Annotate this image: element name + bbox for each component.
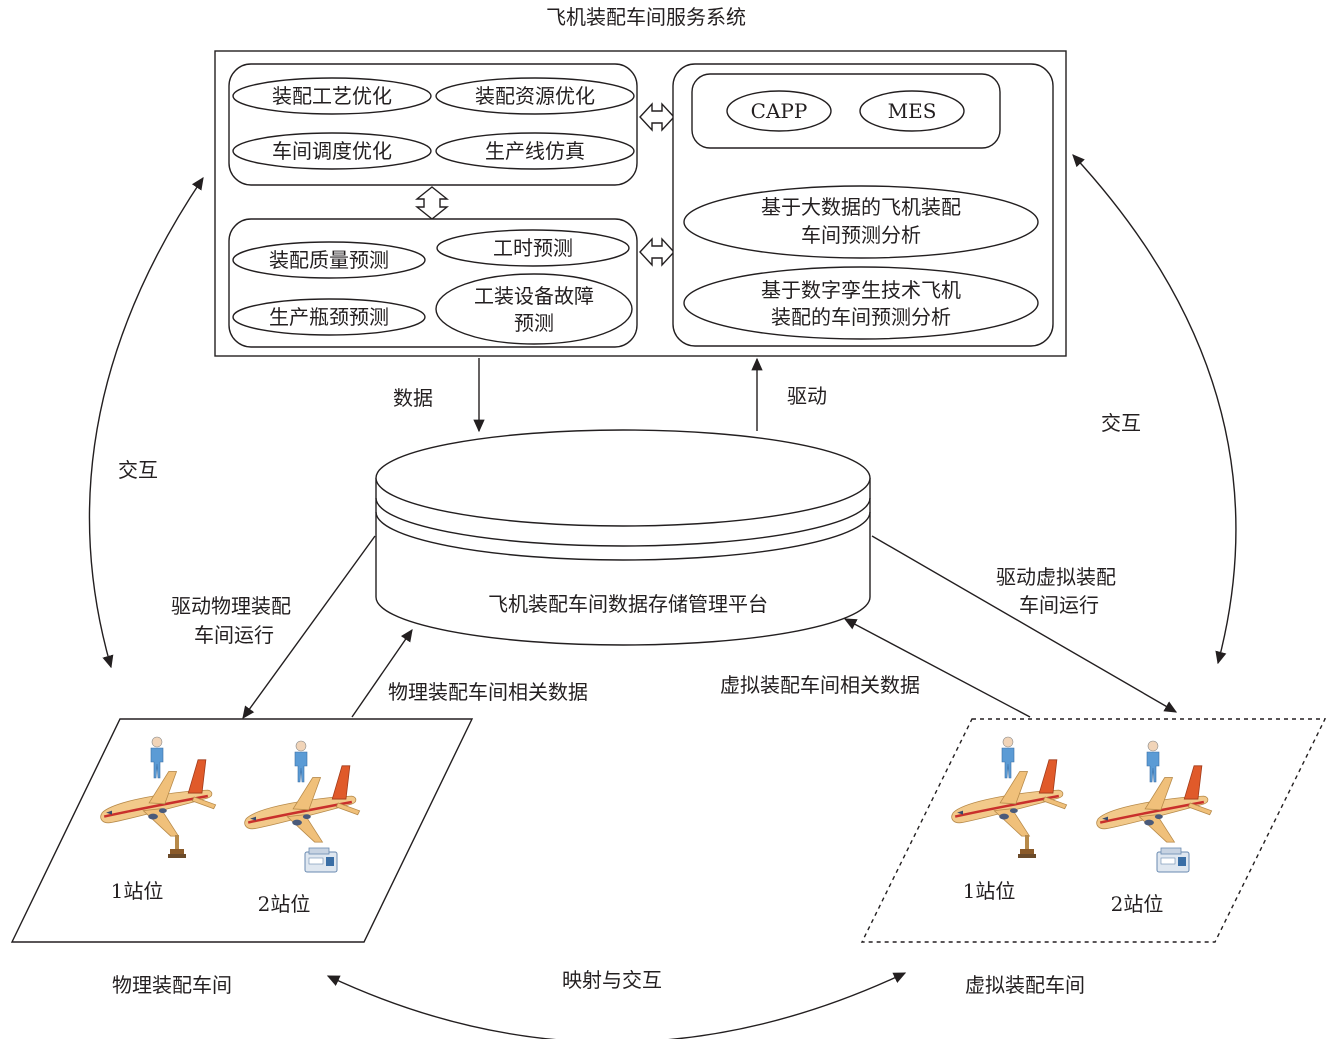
interact-right-arrow bbox=[1072, 154, 1237, 665]
data-label: 数据 bbox=[393, 386, 433, 410]
svg-text:基于数字孪生技术飞机: 基于数字孪生技术飞机 bbox=[761, 278, 961, 302]
mapping-arrow bbox=[326, 972, 907, 1039]
tooling-icon bbox=[1018, 835, 1036, 858]
optimization-item: 装配资源优化 bbox=[435, 77, 635, 115]
drive-label: 驱动 bbox=[787, 384, 827, 408]
virtual-station-2: 2站位 bbox=[1111, 892, 1164, 916]
svg-text:装配质量预测: 装配质量预测 bbox=[269, 248, 389, 272]
svg-text:装配工艺优化: 装配工艺优化 bbox=[272, 84, 392, 108]
svg-text:装配资源优化: 装配资源优化 bbox=[475, 84, 595, 108]
analysis-twin: 基于数字孪生技术飞机 装配的车间预测分析 bbox=[683, 266, 1039, 340]
svg-text:工时预测: 工时预测 bbox=[493, 236, 573, 260]
interact-left-label: 交互 bbox=[118, 458, 158, 482]
equipment-icon bbox=[1156, 847, 1190, 873]
prediction-bottleneck: 生产瓶颈预测 bbox=[232, 298, 426, 336]
drive-virtual-arrow bbox=[871, 535, 1178, 713]
drive-virtual-label: 驱动虚拟装配 bbox=[996, 565, 1116, 589]
svg-text:MES: MES bbox=[888, 99, 937, 123]
svg-text:车间预测分析: 车间预测分析 bbox=[801, 223, 921, 247]
system-capp: CAPP bbox=[726, 90, 832, 132]
virtual-data-label: 虚拟装配车间相关数据 bbox=[720, 673, 920, 697]
mapping-label: 映射与交互 bbox=[562, 968, 662, 992]
worker-icon bbox=[1001, 736, 1015, 779]
virtual-station-1: 1站位 bbox=[963, 879, 1016, 903]
svg-text:预测: 预测 bbox=[514, 311, 554, 335]
interact-right-label: 交互 bbox=[1101, 411, 1141, 435]
platform-name: 飞机装配车间数据存储管理平台 bbox=[488, 592, 768, 616]
virtual-data-arrow bbox=[843, 618, 1031, 718]
svg-text:基于大数据的飞机装配: 基于大数据的飞机装配 bbox=[761, 195, 961, 219]
svg-text:CAPP: CAPP bbox=[751, 99, 808, 123]
optimization-item: 车间调度优化 bbox=[232, 132, 432, 170]
analysis-bigdata: 基于大数据的飞机装配 车间预测分析 bbox=[683, 185, 1039, 259]
drive-physical-label: 驱动物理装配 bbox=[171, 594, 291, 618]
svg-text:车间调度优化: 车间调度优化 bbox=[272, 139, 392, 163]
optimization-item: 生产线仿真 bbox=[435, 132, 635, 170]
virtual-workshop-area bbox=[860, 718, 1327, 943]
physical-station-1: 1站位 bbox=[111, 879, 164, 903]
optimization-item: 装配工艺优化 bbox=[232, 77, 432, 115]
prediction-worktime: 工时预测 bbox=[436, 229, 630, 267]
svg-text:工装设备故障: 工装设备故障 bbox=[474, 284, 594, 308]
physical-data-label: 物理装配车间相关数据 bbox=[388, 680, 588, 704]
drive-physical-label: 车间运行 bbox=[194, 623, 274, 647]
diagram-title: 飞机装配车间服务系统 bbox=[546, 5, 746, 29]
prediction-fault: 工装设备故障 预测 bbox=[435, 273, 633, 345]
equipment-icon bbox=[304, 847, 338, 873]
svg-text:生产瓶颈预测: 生产瓶颈预测 bbox=[269, 305, 389, 329]
virtual-workshop-name: 虚拟装配车间 bbox=[965, 973, 1085, 997]
data-platform-cylinder: 飞机装配车间数据存储管理平台 bbox=[375, 429, 871, 646]
physical-workshop-area bbox=[10, 718, 474, 943]
prediction-quality: 装配质量预测 bbox=[232, 241, 426, 279]
drive-physical-arrow bbox=[242, 535, 376, 720]
worker-icon bbox=[1146, 740, 1160, 783]
drive-virtual-label: 车间运行 bbox=[1019, 593, 1099, 617]
system-mes: MES bbox=[859, 90, 965, 132]
svg-text:生产线仿真: 生产线仿真 bbox=[485, 139, 585, 163]
physical-station-2: 2站位 bbox=[258, 892, 311, 916]
svg-text:装配的车间预测分析: 装配的车间预测分析 bbox=[771, 305, 951, 329]
physical-workshop-name: 物理装配车间 bbox=[112, 973, 232, 997]
interact-left-arrow bbox=[88, 176, 204, 669]
physical-data-arrow bbox=[351, 628, 413, 718]
